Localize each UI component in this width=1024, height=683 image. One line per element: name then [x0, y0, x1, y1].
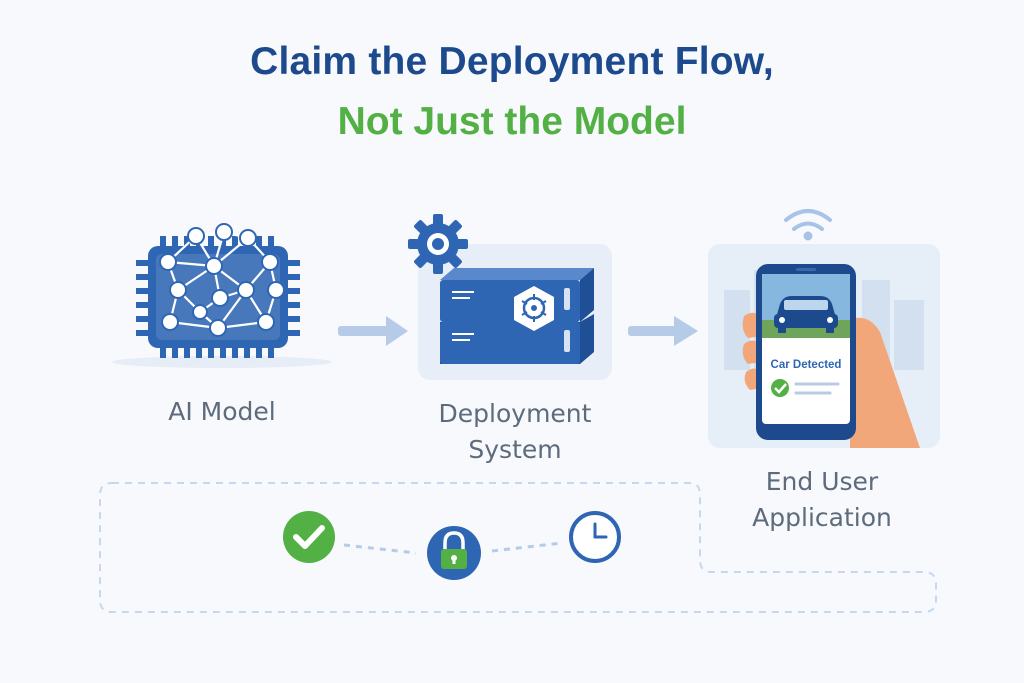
lock-icon — [427, 526, 481, 580]
phone-check-icon — [771, 379, 789, 397]
connector-dots-2 — [492, 543, 562, 551]
end-user-label-line1: End User — [712, 464, 932, 500]
smartphone-icon — [708, 211, 940, 448]
deployment-label: Deployment System — [405, 396, 625, 468]
flow-arrow-2 — [628, 316, 698, 346]
check-circle-icon — [283, 511, 335, 563]
deployment-label-line1: Deployment — [405, 396, 625, 432]
server-stack-icon — [408, 214, 612, 380]
phone-status-text: Car Detected — [771, 359, 842, 371]
end-user-label: End User Application — [712, 464, 932, 536]
connector-dots-1 — [344, 545, 416, 553]
deployment-label-line2: System — [405, 432, 625, 468]
flow-arrow-1 — [338, 316, 408, 346]
neural-chip-icon — [112, 224, 332, 368]
end-user-label-line2: Application — [712, 500, 932, 536]
wifi-icon — [786, 211, 830, 239]
gear-icon — [408, 214, 468, 274]
clock-icon — [571, 513, 619, 561]
ai-model-label: AI Model — [122, 394, 322, 430]
